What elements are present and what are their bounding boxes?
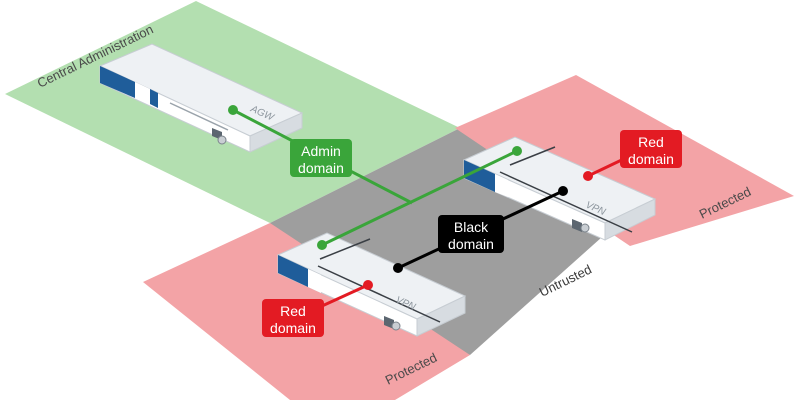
red-domain-badge-left-line2: domain [270, 320, 316, 336]
vpn-right-black-port [558, 186, 568, 196]
red-domain-links [321, 154, 631, 308]
admin-domain-badge-line2: domain [298, 160, 344, 176]
red-domain-badge-left: Red domain [262, 299, 324, 337]
vpn-left-red-port [363, 280, 373, 290]
black-domain-badge: Black domain [438, 215, 504, 253]
agw-device: AGW [98, 43, 304, 153]
agw-admin-port [228, 105, 238, 115]
vpn-right-device: VPN [462, 136, 657, 241]
black-domain-badge-line2: domain [448, 236, 494, 252]
vpn-right-red-port [583, 171, 593, 181]
admin-domain-badge-line1: Admin [301, 143, 341, 159]
vpn-right-admin-port [512, 146, 522, 156]
red-domain-badge-right-line1: Red [638, 134, 664, 150]
vpn-left-black-port [393, 263, 403, 273]
vpn-left-admin-port [317, 240, 327, 250]
black-domain-badge-line1: Black [453, 219, 489, 235]
red-domain-badge-right: Red domain [620, 130, 682, 168]
red-domain-badge-right-line2: domain [628, 151, 674, 167]
admin-domain-badge: Admin domain [290, 139, 352, 177]
red-domain-badge-left-line1: Red [280, 303, 306, 319]
